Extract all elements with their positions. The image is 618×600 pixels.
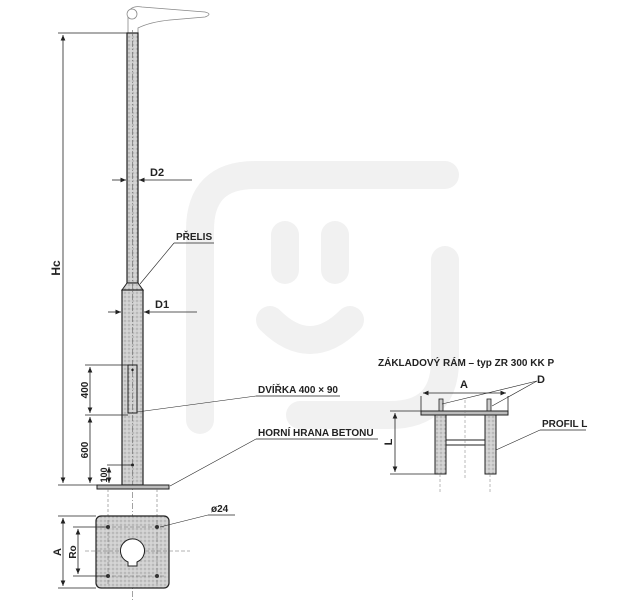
frame-title: ZÁKLADOVÝ RÁM – typ ZR 300 KK P bbox=[378, 356, 554, 369]
frame-a-label: A bbox=[460, 379, 468, 391]
hc-dimension bbox=[58, 32, 127, 486]
dim-400-label: 400 bbox=[80, 381, 91, 398]
height-dimensions bbox=[85, 364, 132, 483]
luminaire-icon bbox=[126, 6, 210, 33]
foundation-frame bbox=[420, 398, 509, 492]
upper-pole-shaft bbox=[126, 32, 139, 284]
prelis-label: PŘELIS bbox=[176, 230, 212, 243]
watermark-logo bbox=[186, 161, 459, 434]
frame-d-label: D bbox=[537, 374, 545, 386]
dim-100-label: 100 bbox=[99, 467, 109, 482]
profile-label: PROFIL L bbox=[542, 419, 587, 430]
dim-600-label: 600 bbox=[80, 441, 91, 458]
door-opening bbox=[127, 364, 138, 414]
plan-a-label: A bbox=[52, 548, 64, 556]
plan-ro-label: Ro bbox=[68, 545, 79, 558]
hole-diameter-label: ø24 bbox=[211, 504, 229, 515]
hc-label: Hc bbox=[49, 260, 63, 276]
door-label: DVÍŘKA 400 × 90 bbox=[258, 383, 338, 396]
concrete-edge-label: HORNÍ HRANA BETONU bbox=[258, 426, 374, 439]
base-plate bbox=[96, 484, 170, 490]
d2-label: D2 bbox=[150, 167, 164, 179]
frame-l-label: L bbox=[383, 438, 395, 445]
d1-label: D1 bbox=[155, 299, 169, 311]
